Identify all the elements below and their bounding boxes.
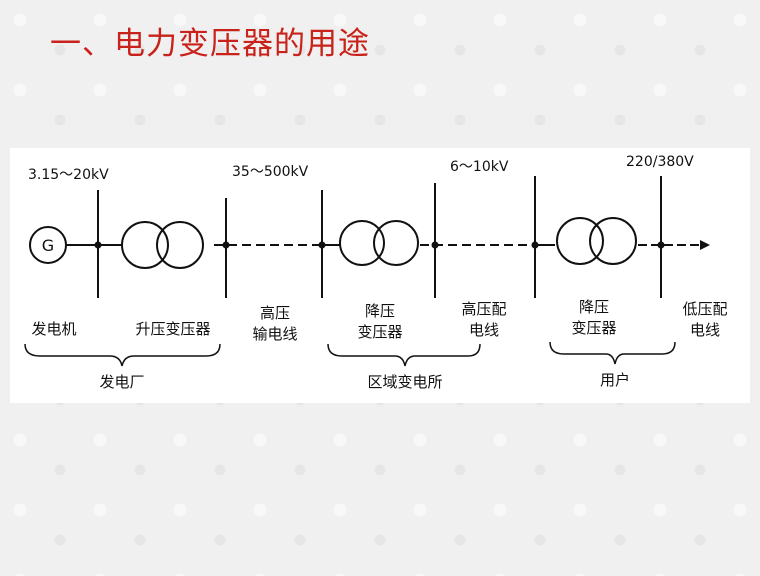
voltage-label-generation: 3.15～20kV — [28, 167, 109, 183]
generator-letter: G — [42, 236, 54, 255]
label-hv-dist-1: 高压配 — [461, 300, 506, 318]
label-user-step-down-1: 降压 — [579, 298, 609, 316]
label-hv-dist-2: 电线 — [469, 321, 499, 339]
group-label-user: 用户 — [600, 371, 630, 389]
user-transformer-symbol — [556, 217, 637, 265]
power-system-diagram: 3.15～20kV 35～500kV 6～10kV 220/380V G — [10, 148, 750, 403]
label-step-up-transformer: 升压变压器 — [135, 320, 210, 338]
label-generator: 发电机 — [31, 320, 76, 338]
group-label-substation: 区域变电所 — [367, 373, 442, 391]
label-hv-line-2: 输电线 — [252, 325, 297, 343]
label-lv-dist-1: 低压配 — [682, 300, 727, 318]
label-hv-line-1: 高压 — [260, 304, 290, 322]
arrow-head-icon — [700, 240, 710, 250]
voltage-label-distribution: 6～10kV — [450, 159, 509, 175]
voltage-label-transmission: 35～500kV — [232, 164, 309, 180]
brace-user — [549, 341, 676, 365]
substation-transformer-symbol — [339, 220, 419, 266]
brace-substation — [327, 343, 481, 367]
step-up-transformer-symbol — [121, 221, 204, 269]
slide-title: 一、电力变压器的用途 — [50, 26, 370, 62]
brace-power-plant — [24, 343, 221, 367]
group-label-power-plant: 发电厂 — [99, 373, 144, 391]
label-lv-dist-2: 电线 — [690, 321, 720, 339]
junction-dots — [94, 241, 665, 249]
label-step-down-1: 降压 — [365, 302, 395, 320]
label-user-step-down-2: 变压器 — [571, 319, 616, 337]
voltage-label-user: 220/380V — [626, 154, 694, 170]
label-step-down-2: 变压器 — [357, 323, 402, 341]
diagram-canvas: 3.15～20kV 35～500kV 6～10kV 220/380V G — [24, 154, 728, 391]
